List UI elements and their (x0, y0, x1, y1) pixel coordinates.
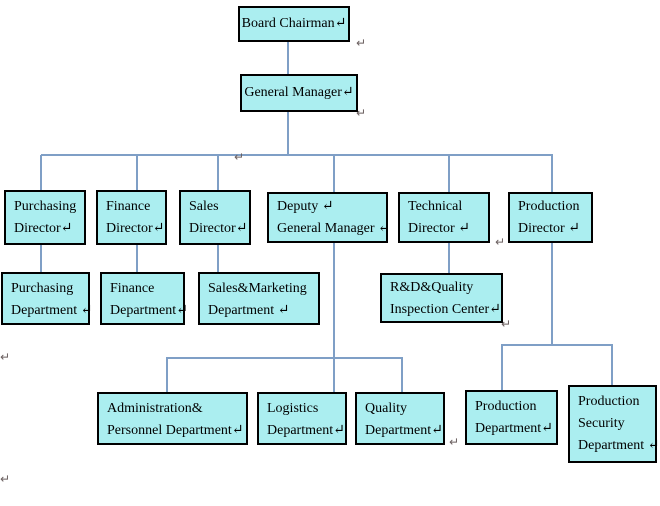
org-node-production-security-department[interactable]: Production Security Department ↵ (568, 385, 660, 463)
drop-production-director (551, 155, 553, 192)
paragraph-mark: ↵ (495, 235, 506, 249)
connector-finance-dept (136, 245, 138, 272)
org-node-label: Quality (365, 401, 407, 416)
org-node-deputy-general-manager[interactable]: Deputy ↵ General Manager ↵ (267, 192, 390, 243)
org-node-label: Production (475, 399, 537, 414)
paragraph-mark: ↵ (0, 350, 11, 364)
paragraph-mark: ↵ (0, 472, 11, 486)
org-node-production-director[interactable]: Production Director ↵ (508, 192, 593, 243)
paragraph-mark: ↵ (356, 106, 367, 120)
org-node-technical-director[interactable]: Technical Director ↵ (398, 192, 490, 243)
org-node-label: Finance (110, 281, 155, 296)
connector-chairman-to-gm (287, 42, 289, 74)
connector-sales-marketing-dept (217, 245, 219, 272)
drop-quality-dept (401, 358, 403, 392)
org-node-label: Production (518, 199, 580, 214)
org-node-board-chairman[interactable]: Board Chairman↵ (238, 6, 350, 42)
drop-technical-director (448, 155, 450, 192)
org-node-label: Purchasing (11, 281, 74, 296)
org-node-label: Director↵ (189, 221, 248, 236)
org-node-label: Inspection Center↵ (390, 302, 501, 317)
drop-finance-director (136, 155, 138, 190)
connector-main-rail (41, 154, 553, 156)
connector-gm-trunk (287, 111, 289, 155)
org-node-label: Department↵ (365, 423, 443, 438)
org-node-label: Director↵ (106, 221, 165, 236)
org-node-label: Department ↵ (208, 303, 290, 318)
org-node-label: Finance (106, 199, 151, 214)
org-node-sales-director[interactable]: Sales Director↵ (179, 190, 251, 245)
org-node-label: Board Chairman↵ (241, 16, 347, 31)
connector-production-trunk (551, 243, 553, 345)
drop-purchasing-director (40, 155, 42, 190)
org-node-label: Purchasing (14, 199, 77, 214)
drop-deputy-gm (333, 155, 335, 192)
org-node-administration-personnel-department[interactable]: Administration& Personnel Department↵ (97, 392, 248, 445)
org-node-label: Production (578, 394, 640, 409)
org-node-label: Department↵ (475, 421, 553, 436)
drop-sales-director (217, 155, 219, 190)
org-node-label: Sales&Marketing (208, 281, 307, 296)
connector-purchasing-dept (40, 245, 42, 272)
org-node-label: Deputy ↵ (277, 199, 334, 214)
org-node-label: Department ↵ (11, 303, 93, 318)
connector-rd-center (448, 243, 450, 273)
connector-production-rail (501, 344, 613, 346)
org-node-general-manager[interactable]: General Manager↵ (240, 74, 358, 112)
drop-admin-personnel-dept (166, 358, 168, 392)
org-node-label: Department↵ (267, 423, 345, 438)
paragraph-mark: ↵ (449, 435, 460, 449)
org-node-label: Department ↵ (578, 438, 660, 453)
org-node-label: Security (578, 416, 625, 431)
org-node-production-department[interactable]: Production Department↵ (465, 390, 558, 445)
drop-production-security-dept (611, 345, 613, 385)
org-node-label: General Manager ↵ (277, 221, 390, 236)
org-node-label: Director↵ (14, 221, 73, 236)
org-node-label: Logistics (267, 401, 319, 416)
org-node-label: Director ↵ (408, 221, 470, 236)
org-node-label: General Manager↵ (244, 85, 354, 100)
org-node-label: Administration& (107, 401, 203, 416)
connector-deputy-rail (166, 357, 403, 359)
paragraph-mark: ↵ (356, 36, 367, 50)
org-node-label: Personnel Department↵ (107, 423, 244, 438)
org-node-sales-marketing-department[interactable]: Sales&Marketing Department ↵ (198, 272, 320, 325)
drop-production-dept (501, 345, 503, 390)
org-node-label: R&D&Quality (390, 280, 474, 295)
org-node-quality-department[interactable]: Quality Department↵ (355, 392, 445, 445)
org-node-finance-department[interactable]: Finance Department↵ (100, 272, 188, 325)
org-node-label: Technical (408, 199, 463, 214)
paragraph-mark: ↵ (501, 317, 512, 331)
org-node-rd-quality-inspection-center[interactable]: R&D&Quality Inspection Center↵ (380, 273, 503, 323)
org-node-logistics-department[interactable]: Logistics Department↵ (257, 392, 347, 445)
org-node-finance-director[interactable]: Finance Director↵ (96, 190, 167, 245)
paragraph-mark: ↵ (234, 150, 245, 164)
org-node-label: Department↵ (110, 303, 188, 318)
org-node-purchasing-director[interactable]: Purchasing Director↵ (4, 190, 86, 245)
connector-deputy-gm-trunk (333, 243, 335, 392)
org-node-label: Director ↵ (518, 221, 580, 236)
org-node-purchasing-department[interactable]: Purchasing Department ↵ (1, 272, 93, 325)
org-node-label: Sales (189, 199, 219, 214)
